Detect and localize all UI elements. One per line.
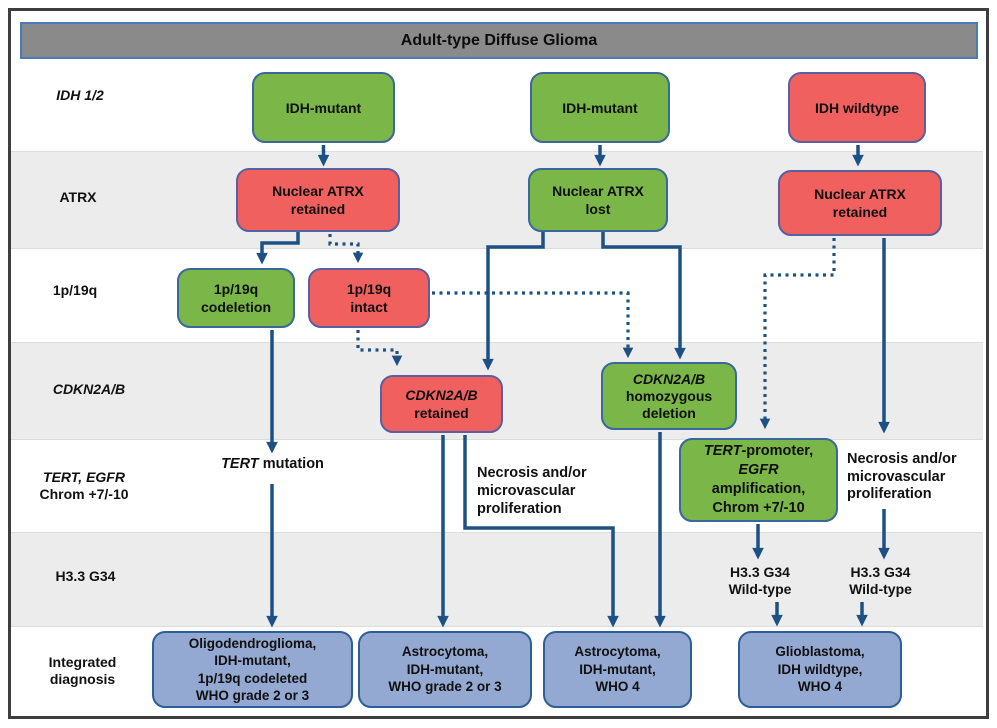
- box-diagnosis-oligodendroglioma: Oligodendroglioma, IDH-mutant, 1p/19q co…: [152, 631, 353, 708]
- box-1p19q-codeletion: 1p/19q codeletion: [177, 268, 295, 328]
- box-diagnosis-astrocytoma-23: Astrocytoma, IDH-mutant, WHO grade 2 or …: [358, 631, 532, 708]
- row-label-1p19q: 1p/19q: [52, 282, 98, 298]
- box-intact-line2: intact: [350, 299, 388, 315]
- box-cdkn2ab-homozygous-deletion: CDKN2A/B homozygous deletion: [601, 362, 737, 430]
- annotation-necrosis-left: Necrosis and/or microvascular proliferat…: [477, 465, 587, 517]
- box-atrx-lost: Nuclear ATRX lost: [528, 168, 668, 232]
- row-label-h33: H3.3 G34: [55, 568, 116, 584]
- row-label-diag-line1: Integrated: [48, 654, 117, 670]
- box-codeletion-line1: 1p/19q: [213, 281, 259, 297]
- box-cdkn-retained-line2: retained: [414, 405, 469, 421]
- box-codeletion-line2: codeletion: [200, 299, 271, 315]
- box-cdkn-retained-line1: CDKN2A/B: [405, 387, 478, 403]
- box-idh-mutant-left: IDH-mutant: [252, 72, 395, 143]
- header-bar: Adult-type Diffuse Glioma: [20, 22, 978, 59]
- box-idh-wildtype: IDH wildtype: [788, 72, 926, 143]
- row-label-tert-egfr: TERT, EGFR Chrom +7/-10: [14, 469, 154, 503]
- box-atrx-retained-left-line1: Nuclear ATRX: [272, 183, 364, 199]
- box-tert-egfr-line1: TERT-promoter,: [703, 443, 814, 459]
- box-atrx-retained-right-line1: Nuclear ATRX: [814, 186, 906, 202]
- box-tert-promoter-egfr: TERT-promoter, EGFR amplification, Chrom…: [679, 438, 838, 522]
- box-idh-wildtype-label: IDH wildtype: [814, 99, 899, 116]
- row-label-cdkn2ab: CDKN2A/B: [52, 381, 126, 397]
- box-cdkn-homodel-line2: homozygous: [625, 387, 713, 404]
- box-cdkn-homodel-line1: CDKN2A/B: [632, 370, 706, 387]
- row-label-integrated-diagnosis: Integrated diagnosis: [25, 654, 140, 688]
- box-atrx-retained-right-line2: retained: [832, 204, 888, 220]
- box-idh-mutant-mid-label: IDH-mutant: [562, 99, 638, 116]
- box-idh-mutant-left-label: IDH-mutant: [285, 99, 362, 116]
- figure-border: [8, 8, 989, 719]
- box-cdkn-homodel-line3: deletion: [642, 404, 696, 421]
- box-cdkn2ab-retained: CDKN2A/B retained: [380, 375, 503, 433]
- box-atrx-lost-line1: Nuclear ATRX: [552, 183, 644, 199]
- box-tert-egfr-line3: amplification,: [711, 481, 806, 497]
- annotation-necrosis-right: Necrosis and/or microvascular proliferat…: [847, 451, 957, 502]
- annotation-tert-mutation: TERT mutation: [221, 456, 324, 472]
- row-label-atrx: ATRX: [59, 189, 97, 205]
- header-title: Adult-type Diffuse Glioma: [400, 31, 598, 49]
- box-diagnosis-astrocytoma-4: Astrocytoma, IDH-mutant, WHO 4: [543, 631, 692, 708]
- box-1p19q-intact: 1p/19q intact: [308, 268, 430, 328]
- box-intact-line1: 1p/19q: [346, 281, 392, 297]
- box-atrx-retained-right: Nuclear ATRX retained: [778, 170, 942, 236]
- box-diagnosis-glioblastoma: Glioblastoma, IDH wildtype, WHO 4: [738, 631, 902, 708]
- row-label-idh: IDH 1/2: [56, 87, 104, 103]
- row-label-diag-line2: diagnosis: [49, 671, 116, 687]
- annotation-h33-wildtype-right: H3.3 G34 Wild-type: [849, 564, 912, 597]
- box-tert-egfr-line4: Chrom +7/-10: [712, 500, 805, 516]
- box-atrx-lost-line2: lost: [585, 201, 611, 217]
- box-atrx-retained-left: Nuclear ATRX retained: [236, 168, 400, 232]
- annotation-h33-wildtype-left: H3.3 G34 Wild-type: [728, 564, 792, 597]
- row-label-tert-egfr-line2: Chrom +7/-10: [39, 486, 129, 502]
- box-idh-mutant-mid: IDH-mutant: [530, 72, 670, 143]
- box-atrx-retained-left-line2: retained: [290, 201, 346, 217]
- row-label-tert-egfr-line1: TERT, EGFR: [43, 469, 125, 485]
- box-tert-egfr-line2: EGFR: [738, 462, 779, 478]
